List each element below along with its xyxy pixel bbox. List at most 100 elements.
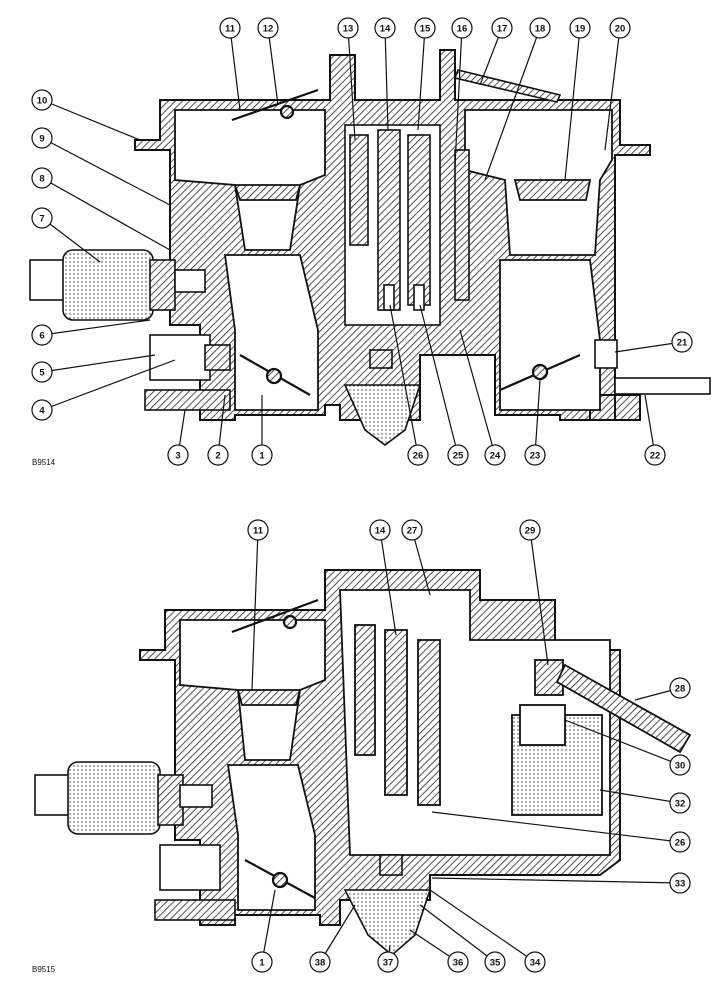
svg-text:29: 29	[525, 526, 536, 537]
callout-17: 17	[479, 17, 513, 86]
callout-b-38: 38	[309, 904, 356, 973]
callout-b-34: 34	[429, 889, 546, 973]
svg-text:16: 16	[457, 24, 468, 35]
callout-b-30: 30	[564, 719, 691, 776]
cutoff-solenoid-section	[34, 761, 213, 835]
primary-bore	[174, 109, 326, 411]
callout-b-35: 35	[419, 904, 506, 973]
svg-text:1: 1	[259, 451, 265, 462]
svg-text:6: 6	[39, 331, 44, 342]
callout-15: 15	[414, 17, 436, 131]
callout-8: 8	[31, 167, 171, 251]
callout-23: 23	[524, 379, 546, 466]
callout-b-29: 29	[519, 519, 549, 666]
callout-11: 11	[219, 17, 241, 111]
accelerator-pump-section	[343, 854, 432, 957]
callout-b-37: 37	[377, 944, 399, 973]
svg-text:28: 28	[675, 684, 686, 695]
callout-b-32: 32	[599, 789, 691, 814]
svg-text:20: 20	[615, 24, 626, 35]
callout-b-28: 28	[634, 677, 691, 701]
svg-text:24: 24	[490, 451, 501, 462]
svg-text:11: 11	[253, 526, 264, 537]
svg-text:26: 26	[675, 838, 686, 849]
callout-13: 13	[337, 17, 359, 141]
callout-5: 5	[31, 354, 156, 383]
svg-text:5: 5	[39, 368, 45, 379]
svg-text:14: 14	[375, 526, 386, 537]
svg-text:2: 2	[215, 451, 220, 462]
svg-text:34: 34	[530, 958, 541, 969]
central-emulsion-well	[344, 124, 470, 326]
callout-b-1: 1	[251, 889, 276, 973]
callout-16: 16	[451, 17, 473, 166]
svg-text:21: 21	[677, 338, 688, 349]
svg-text:1: 1	[259, 958, 265, 969]
svg-text:33: 33	[675, 879, 686, 890]
callout-25: 25	[419, 304, 469, 466]
svg-text:8: 8	[39, 174, 44, 185]
figure-code-bottom: B9515	[32, 965, 56, 974]
svg-text:30: 30	[675, 761, 686, 772]
svg-text:9: 9	[39, 134, 44, 145]
svg-text:12: 12	[263, 24, 274, 35]
svg-text:7: 7	[39, 214, 44, 225]
svg-text:38: 38	[315, 958, 326, 969]
callout-b-14: 14	[369, 519, 397, 636]
callout-b-26: 26	[431, 811, 691, 853]
svg-text:36: 36	[453, 958, 464, 969]
callout-12: 12	[257, 17, 279, 106]
svg-text:37: 37	[383, 958, 394, 969]
svg-text:17: 17	[497, 24, 508, 35]
idle-valve	[144, 334, 231, 411]
callout-b-27: 27	[401, 519, 431, 596]
svg-text:10: 10	[37, 96, 48, 107]
svg-text:11: 11	[225, 24, 236, 35]
accelerator-pump	[343, 349, 422, 446]
callout-22: 22	[644, 394, 666, 466]
callout-10: 10	[31, 89, 141, 141]
svg-text:3: 3	[175, 451, 180, 462]
svg-text:15: 15	[420, 24, 431, 35]
callout-b-11: 11	[247, 519, 269, 691]
callout-24: 24	[459, 329, 506, 466]
callout-9: 9	[31, 127, 171, 206]
svg-text:14: 14	[380, 24, 391, 35]
vent-tube	[453, 69, 562, 103]
callout-21: 21	[614, 331, 693, 353]
svg-text:22: 22	[650, 451, 661, 462]
throttle-valves	[231, 88, 581, 396]
svg-text:4: 4	[39, 406, 45, 417]
callouts-top: 1 2 3 4 5 6 7 8 9 10 11 12 13 14 15 16 1…	[31, 17, 693, 466]
callouts-bottom: 1 11 14 27 28 29 30 32 26 33 34 35 36 37…	[247, 519, 691, 973]
fuel-inlet-tube	[555, 663, 692, 754]
float-chamber	[339, 589, 611, 856]
figure-bottom: 1 11 14 27 28 29 30 32 26 33 34 35 36 37…	[32, 519, 692, 974]
cutoff-solenoid	[29, 249, 206, 321]
svg-text:27: 27	[407, 526, 418, 537]
outlet-fitting	[594, 339, 711, 395]
svg-text:26: 26	[413, 451, 424, 462]
throttle-valve-section	[231, 598, 319, 899]
figure-code-top: B9514	[32, 458, 56, 467]
callout-18: 18	[484, 17, 551, 181]
callout-26: 26	[389, 304, 429, 466]
svg-text:25: 25	[453, 451, 464, 462]
figure-top: 1 2 3 4 5 6 7 8 9 10 11 12 13 14 15 16 1…	[29, 17, 711, 467]
callout-14: 14	[374, 17, 396, 131]
callout-6: 6	[31, 319, 151, 346]
svg-text:32: 32	[675, 799, 686, 810]
svg-text:18: 18	[535, 24, 546, 35]
callout-20: 20	[604, 17, 631, 151]
secondary-bore	[464, 109, 613, 411]
idle-valve-section	[154, 844, 236, 921]
callout-7: 7	[31, 207, 101, 263]
svg-text:19: 19	[575, 24, 586, 35]
svg-text:13: 13	[343, 24, 354, 35]
callout-2: 2	[207, 394, 229, 466]
callout-3: 3	[167, 409, 189, 466]
callout-1: 1	[251, 395, 273, 466]
callout-19: 19	[564, 17, 591, 181]
callout-4: 4	[31, 359, 176, 421]
